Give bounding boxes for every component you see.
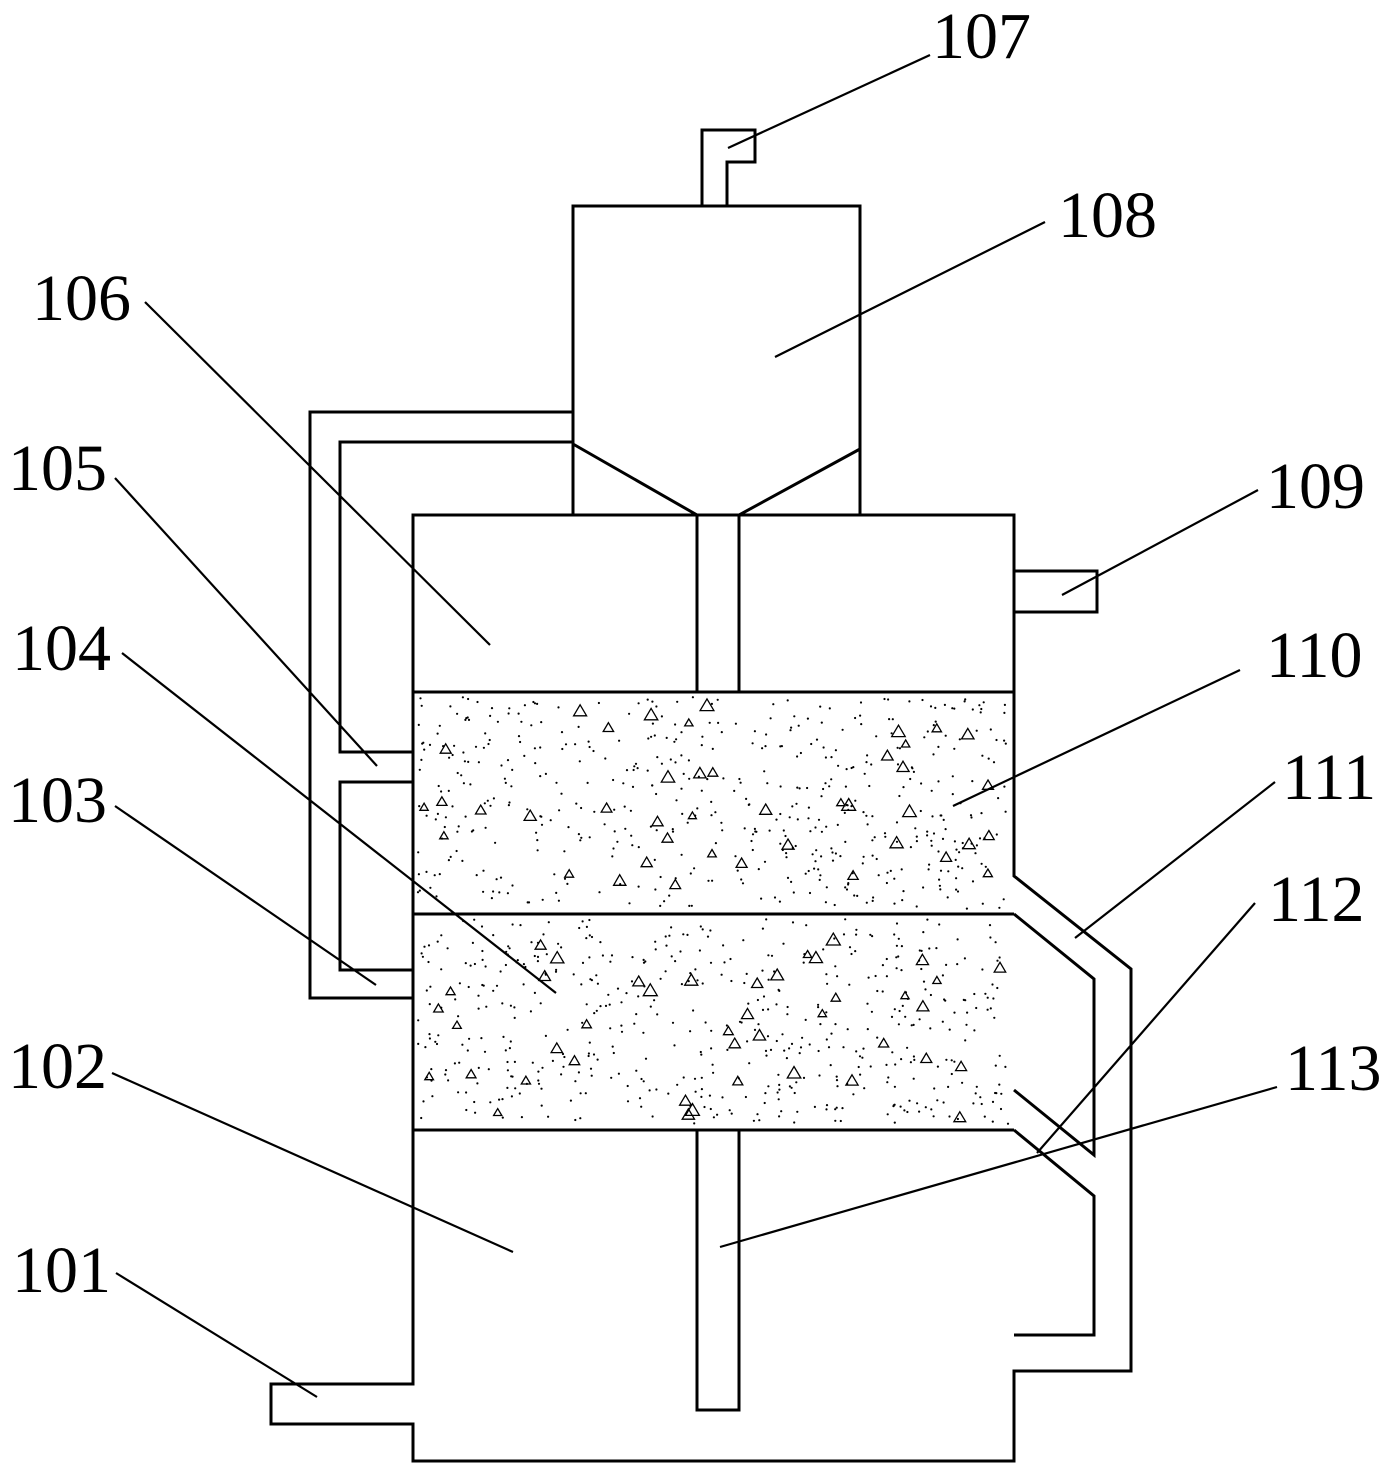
label-110: 110 [1266, 619, 1363, 692]
label-101: 101 [12, 1234, 111, 1307]
central-pipe [695, 1130, 741, 1412]
label-102: 102 [8, 1030, 107, 1103]
lower-packed-layer [413, 912, 1014, 1132]
label-112: 112 [1268, 863, 1365, 936]
leader-lines [111, 54, 1278, 1398]
label-105: 105 [8, 432, 107, 505]
packing-stipple [416, 696, 1010, 1125]
label-104: 104 [12, 612, 111, 685]
side-outlet [1014, 569, 1099, 614]
label-113: 113 [1285, 1032, 1382, 1105]
upper-chamber [571, 128, 862, 692]
label-103: 103 [8, 764, 107, 837]
label-108: 108 [1058, 179, 1157, 252]
left-side-pipes [308, 410, 573, 1000]
label-111: 111 [1282, 741, 1376, 814]
label-109: 109 [1266, 450, 1365, 523]
main-vessel [269, 513, 1133, 1463]
label-106: 106 [32, 262, 131, 335]
label-107: 107 [932, 0, 1031, 73]
